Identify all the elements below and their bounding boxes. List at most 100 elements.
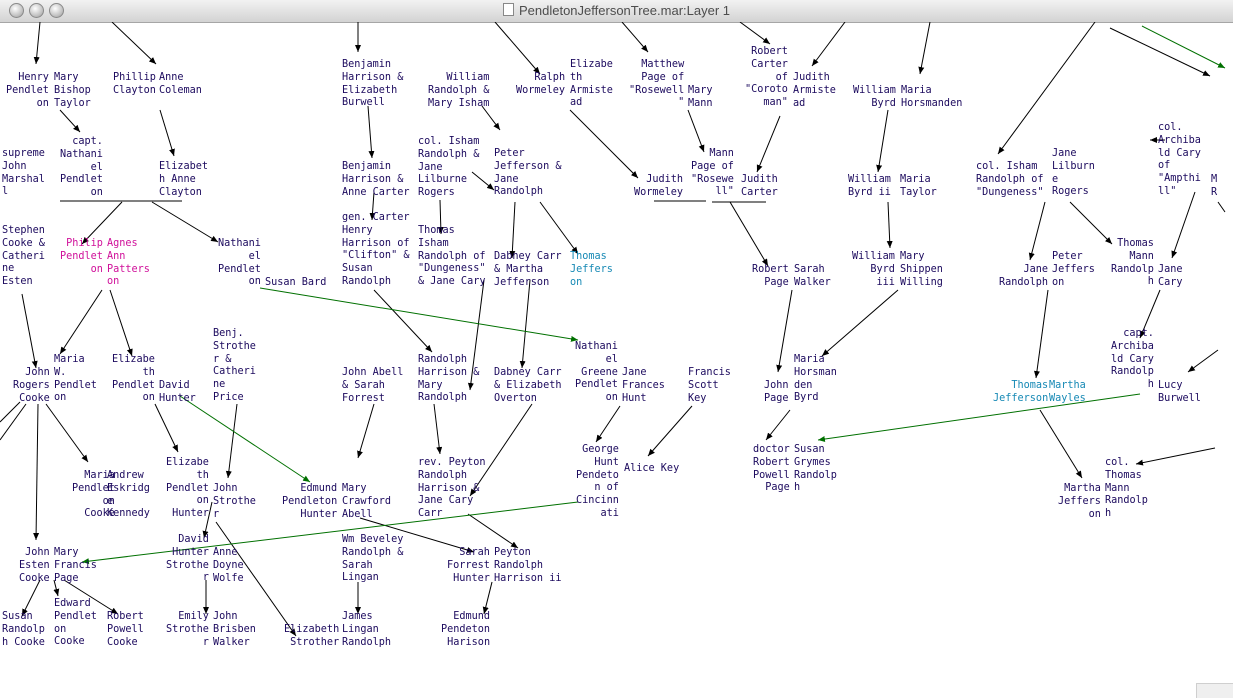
person-node[interactable]: Peyton Randolph Harrison ii	[494, 547, 562, 584]
family-tree-canvas[interactable]: Henry Pendlet on Mary Bishop Taylor Phil…	[0, 22, 1233, 698]
person-node[interactable]: Nathani el Pendlet on	[218, 238, 261, 288]
person-node[interactable]: Stephen Cooke & Catheri ne Esten	[2, 225, 45, 288]
person-node[interactable]: Emily Strothe r	[166, 611, 209, 648]
person-node[interactable]: gen. Carter Henry Harrison of "Clifton" …	[342, 212, 410, 287]
person-node[interactable]: Dabney Carr & Martha Jefferson	[494, 251, 562, 288]
person-node[interactable]: Elizabeth Strother	[284, 624, 340, 648]
edge	[437, 199, 444, 235]
person-node[interactable]: Mann Page of "Rosewe ll"	[691, 148, 734, 198]
person-node[interactable]: Maria W. Pendlet on	[54, 354, 97, 404]
person-node[interactable]: Elizabe th Pendlet on	[112, 354, 155, 404]
person-node[interactable]: Andrew Eskridg e Kennedy	[107, 470, 150, 520]
person-node[interactable]: Maria Horsman den Byrd	[794, 354, 837, 404]
person-node[interactable]: Ralph Wormeley	[516, 72, 566, 96]
person-node[interactable]: Thomas Isham Randolph of "Dungeness" & J…	[418, 225, 486, 288]
person-node[interactable]: Lucy Burwell	[1158, 380, 1201, 404]
person-node[interactable]: Sarah Forrest Hunter	[447, 547, 490, 584]
person-node[interactable]: Phillip Clayton	[113, 72, 156, 96]
person-node[interactable]: Henry Pendlet on	[6, 72, 49, 109]
minimize-button[interactable]	[29, 3, 44, 18]
person-node[interactable]: Benj. Strothe r & Catheri ne Price	[213, 328, 256, 403]
person-node[interactable]: John Strothe r	[213, 483, 256, 520]
person-node[interactable]: Mary Shippen Willing	[900, 251, 943, 288]
person-node[interactable]: Edmund Pendeton Harison	[441, 611, 491, 648]
person-node[interactable]: Maria Taylor	[900, 174, 937, 198]
person-node[interactable]: col. Archiba ld Cary of "Ampthi ll"	[1158, 122, 1201, 197]
person-node[interactable]: William Byrd ii	[848, 174, 891, 198]
zoom-button[interactable]	[49, 3, 64, 18]
person-node[interactable]: Maria Pendlet on Cooke	[72, 470, 115, 520]
edge	[1139, 289, 1161, 339]
person-node[interactable]: John Brisben Walker	[213, 611, 256, 648]
person-node[interactable]: Susan Grymes Randolp h	[794, 444, 837, 494]
person-node[interactable]: Peter Jeffers on	[1052, 251, 1095, 288]
person-node[interactable]: Martha Jeffers on	[1058, 483, 1101, 520]
resize-grip[interactable]	[1196, 683, 1233, 698]
person-node[interactable]: Mary Mann	[688, 85, 713, 109]
person-node[interactable]: Matthew Page of "Rosewell "	[629, 59, 685, 109]
person-node[interactable]: Thomas Jefferson	[993, 380, 1049, 404]
person-node[interactable]: capt. Nathani el Pendlet on	[60, 136, 103, 199]
person-node[interactable]: William Byrd	[853, 85, 896, 109]
person-node[interactable]: Elizabe th Armiste ad	[570, 59, 613, 109]
person-node[interactable]: capt. Archiba ld Cary Randolp h	[1111, 328, 1154, 391]
person-node[interactable]: Mary Francis Page	[54, 547, 97, 584]
close-button[interactable]	[9, 3, 24, 18]
person-node[interactable]: Sarah Walker	[794, 264, 831, 288]
person-node[interactable]: Robert Powell Cooke	[107, 611, 144, 648]
person-node[interactable]: David Hunter	[159, 380, 196, 404]
edge	[154, 403, 179, 453]
person-node[interactable]: Susan Randolp h Cooke	[2, 611, 45, 648]
person-node[interactable]: Judith Carter	[741, 174, 778, 198]
person-node[interactable]: John Page	[764, 380, 789, 404]
person-node[interactable]: supreme John Marshal l	[2, 148, 45, 198]
person-node[interactable]: Wm Beveley Randolph & Sarah Lingan	[342, 534, 404, 584]
person-node[interactable]: Randolph Harrison & Mary Randolph	[418, 354, 480, 404]
person-node[interactable]: John Esten Cooke	[19, 547, 50, 584]
person-node[interactable]: Francis Scott Key	[688, 367, 731, 404]
person-node[interactable]: William Byrd iii	[852, 251, 895, 288]
person-node[interactable]: Edward Pendlet on Cooke	[54, 598, 97, 648]
person-node[interactable]: Philip Pendlet on	[60, 238, 103, 275]
person-node[interactable]: col. Isham Randolph & Jane Lilburne Roge…	[418, 136, 480, 199]
person-node[interactable]: Thomas Jeffers on	[570, 251, 613, 288]
person-node[interactable]: Mary Crawford Abell	[342, 483, 392, 520]
person-node[interactable]: Anne Doyne Wolfe	[213, 547, 244, 584]
person-node[interactable]: William Randolph & Mary Isham	[428, 72, 490, 109]
person-node[interactable]: Robert Carter of "Coroto man"	[745, 46, 788, 109]
person-node[interactable]: Peter Jefferson & Jane Randolph	[494, 148, 562, 198]
person-node[interactable]: Agnes Ann Patters on	[107, 238, 150, 288]
person-node[interactable]: Maria Horsmanden	[901, 85, 963, 109]
person-node[interactable]: John Abell & Sarah Forrest	[342, 367, 404, 404]
person-node[interactable]: M R	[1211, 174, 1218, 198]
person-node[interactable]: rev. Peyton Randolph Harrison & Jane Car…	[418, 457, 486, 520]
person-node[interactable]: James Lingan Randolph	[342, 611, 392, 648]
person-node[interactable]: Judith Armiste ad	[793, 72, 836, 109]
edge	[45, 403, 89, 463]
person-node[interactable]: Anne Coleman	[159, 72, 202, 96]
person-node[interactable]: col. Thomas Mann Randolp h	[1105, 457, 1148, 520]
person-node[interactable]: Jane Lilburn e Rogers	[1052, 148, 1095, 198]
person-node[interactable]: Thomas Mann Randolp h	[1111, 238, 1154, 288]
person-node[interactable]: Dabney Carr & Elizabeth Overton	[494, 367, 562, 404]
person-node[interactable]: Susan Bard	[265, 277, 327, 288]
person-node[interactable]: Jane Cary	[1158, 264, 1183, 288]
person-node[interactable]: Mary Bishop Taylor	[54, 72, 91, 109]
person-node[interactable]: doctor Robert Powell Page	[753, 444, 790, 494]
person-node[interactable]: Alice Key	[624, 463, 680, 474]
person-node[interactable]: David Hunter Strothe r	[166, 534, 209, 584]
person-node[interactable]: Jane Randolph	[999, 264, 1049, 288]
person-node[interactable]: col. Isham Randolph of "Dungeness"	[976, 161, 1044, 198]
person-node[interactable]: Edmund Pendleton Hunter	[282, 483, 338, 520]
person-node[interactable]: Elizabet h Anne Clayton	[159, 161, 209, 198]
person-node[interactable]: Robert Page	[752, 264, 789, 288]
person-node[interactable]: Nathani el Greene Pendlet on	[575, 341, 618, 404]
person-node[interactable]: Martha Wayles	[1049, 380, 1086, 404]
person-node[interactable]: Judith Wormeley	[634, 174, 684, 198]
person-node[interactable]: George Hunt Pendeto n of Cincinn ati	[576, 444, 619, 519]
person-node[interactable]: Benjamin Harrison & Elizabeth Burwell	[342, 59, 404, 109]
person-node[interactable]: Jane Frances Hunt	[622, 367, 665, 404]
person-node[interactable]: Benjamin Harrison & Anne Carter	[342, 161, 410, 198]
person-node[interactable]: Elizabe th Pendlet on Hunter	[166, 457, 209, 520]
person-node[interactable]: John Rogers Cooke	[13, 367, 50, 404]
